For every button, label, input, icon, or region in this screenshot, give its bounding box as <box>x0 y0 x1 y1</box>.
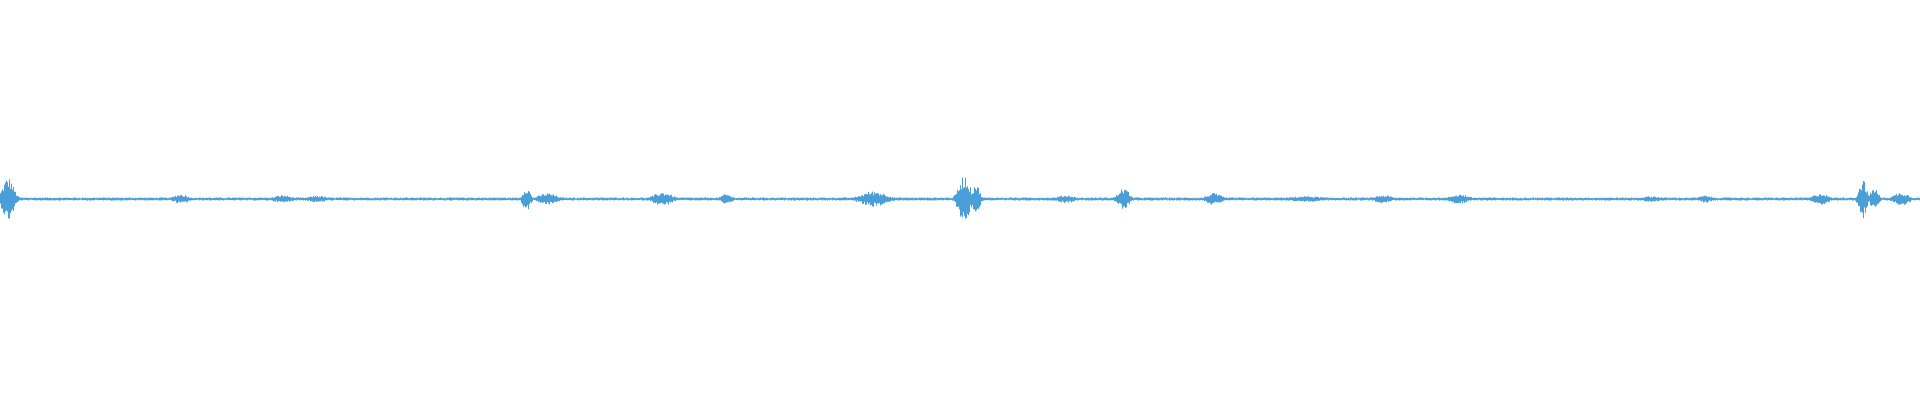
waveform-trace <box>0 177 1920 219</box>
